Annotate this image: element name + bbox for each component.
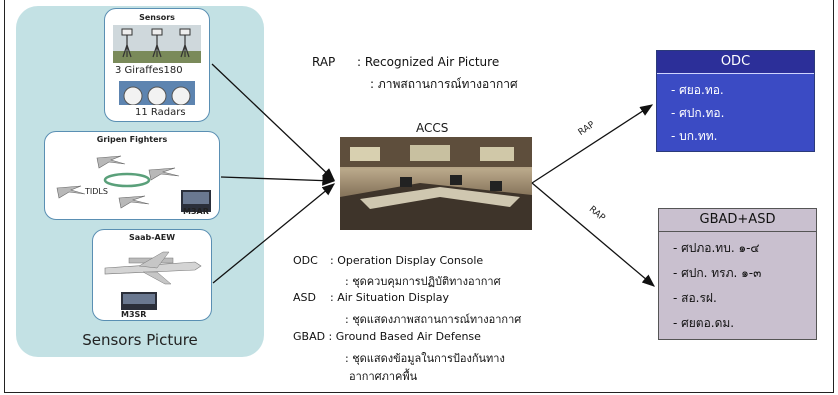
arrow-gripen-to-accs [220, 175, 336, 186]
accs-title: ACCS [416, 121, 449, 135]
arrow-accs-to-odc [531, 104, 654, 184]
arrow-saab-to-accs [212, 183, 336, 284]
gbad-item-4: - ศยตอ.ดม. [673, 316, 735, 330]
asd-english: : Air Situation Display [330, 291, 449, 304]
gripen-fighters-icon [56, 155, 211, 212]
gbad-item-3: - สอ.รฝ. [673, 291, 717, 305]
odc-item-2: - ศปก.ทอ. [671, 106, 725, 120]
gbad-asd-box-title: GBAD+ASD [659, 209, 816, 232]
gripen-box: Gripen Fighters TIDLS M3AR [44, 131, 220, 220]
sensors-box: Sensors 3 Giraffes180 11 Radars [104, 8, 210, 122]
radar-domes-icon [119, 81, 195, 105]
saab-aew-box-title: Saab-AEW [128, 233, 176, 242]
rap-thai: : ภาพสถานการณ์ทางอากาศ [370, 77, 518, 91]
gbad-item-2: - ศปก. ทรภ. ๑-๓ [673, 266, 762, 280]
m3sr-console-icon [121, 292, 157, 310]
radar-count-label: 11 Radars [135, 107, 186, 118]
saab-aew-aircraft-icon [104, 251, 202, 285]
asd-abbr: ASD [293, 291, 316, 304]
odc-box-title: ODC [657, 51, 814, 74]
odc-abbr: ODC [293, 254, 318, 267]
m3ar-label: M3AR [183, 207, 209, 216]
odc-item-1: - ศยอ.ทอ. [671, 83, 724, 97]
giraffe-count-label: 3 Giraffes180 [115, 65, 183, 76]
odc-english: : Operation Display Console [330, 254, 484, 267]
asd-thai: : ชุดแสดงภาพสถานการณ์ทางอากาศ [345, 313, 522, 326]
gbad-thai-line1: : ชุดแสดงข้อมูลในการป้องกันทาง [345, 352, 505, 365]
giraffe-radar-towers-icon [113, 25, 201, 63]
odc-item-3: - บก.ทท. [671, 129, 718, 143]
rap-english: : Recognized Air Picture [357, 55, 500, 69]
odc-thai: : ชุดควบคุมการปฏิบัติทางอากาศ [345, 275, 501, 288]
sensors-box-title: Sensors [139, 13, 175, 22]
saab-aew-box: Saab-AEW M3SR [92, 229, 212, 321]
m3sr-label: M3SR [121, 310, 147, 319]
figure-frame [4, 0, 834, 393]
gripen-box-title: Gripen Fighters [96, 135, 168, 144]
accs-control-room-photo [340, 137, 532, 230]
rap-abbr: RAP [312, 55, 336, 69]
odc-box: ODC - ศยอ.ทอ. - ศปก.ทอ. - บก.ทท. [656, 50, 815, 152]
gbad-thai-line2: อากาศภาคพื้น [349, 370, 418, 383]
arrow-accs-to-gbad [531, 182, 655, 287]
gbad-english: GBAD : Ground Based Air Defense [293, 330, 481, 343]
sensors-panel-title: Sensors Picture [82, 331, 198, 349]
gbad-asd-box: GBAD+ASD - ศปภอ.ทบ. ๑-๔ - ศปก. ทรภ. ๑-๓ … [658, 208, 817, 340]
gbad-item-1: - ศปภอ.ทบ. ๑-๔ [673, 241, 760, 255]
arrow-sensors-to-accs [211, 63, 335, 181]
tidls-label: TIDLS [85, 187, 108, 196]
